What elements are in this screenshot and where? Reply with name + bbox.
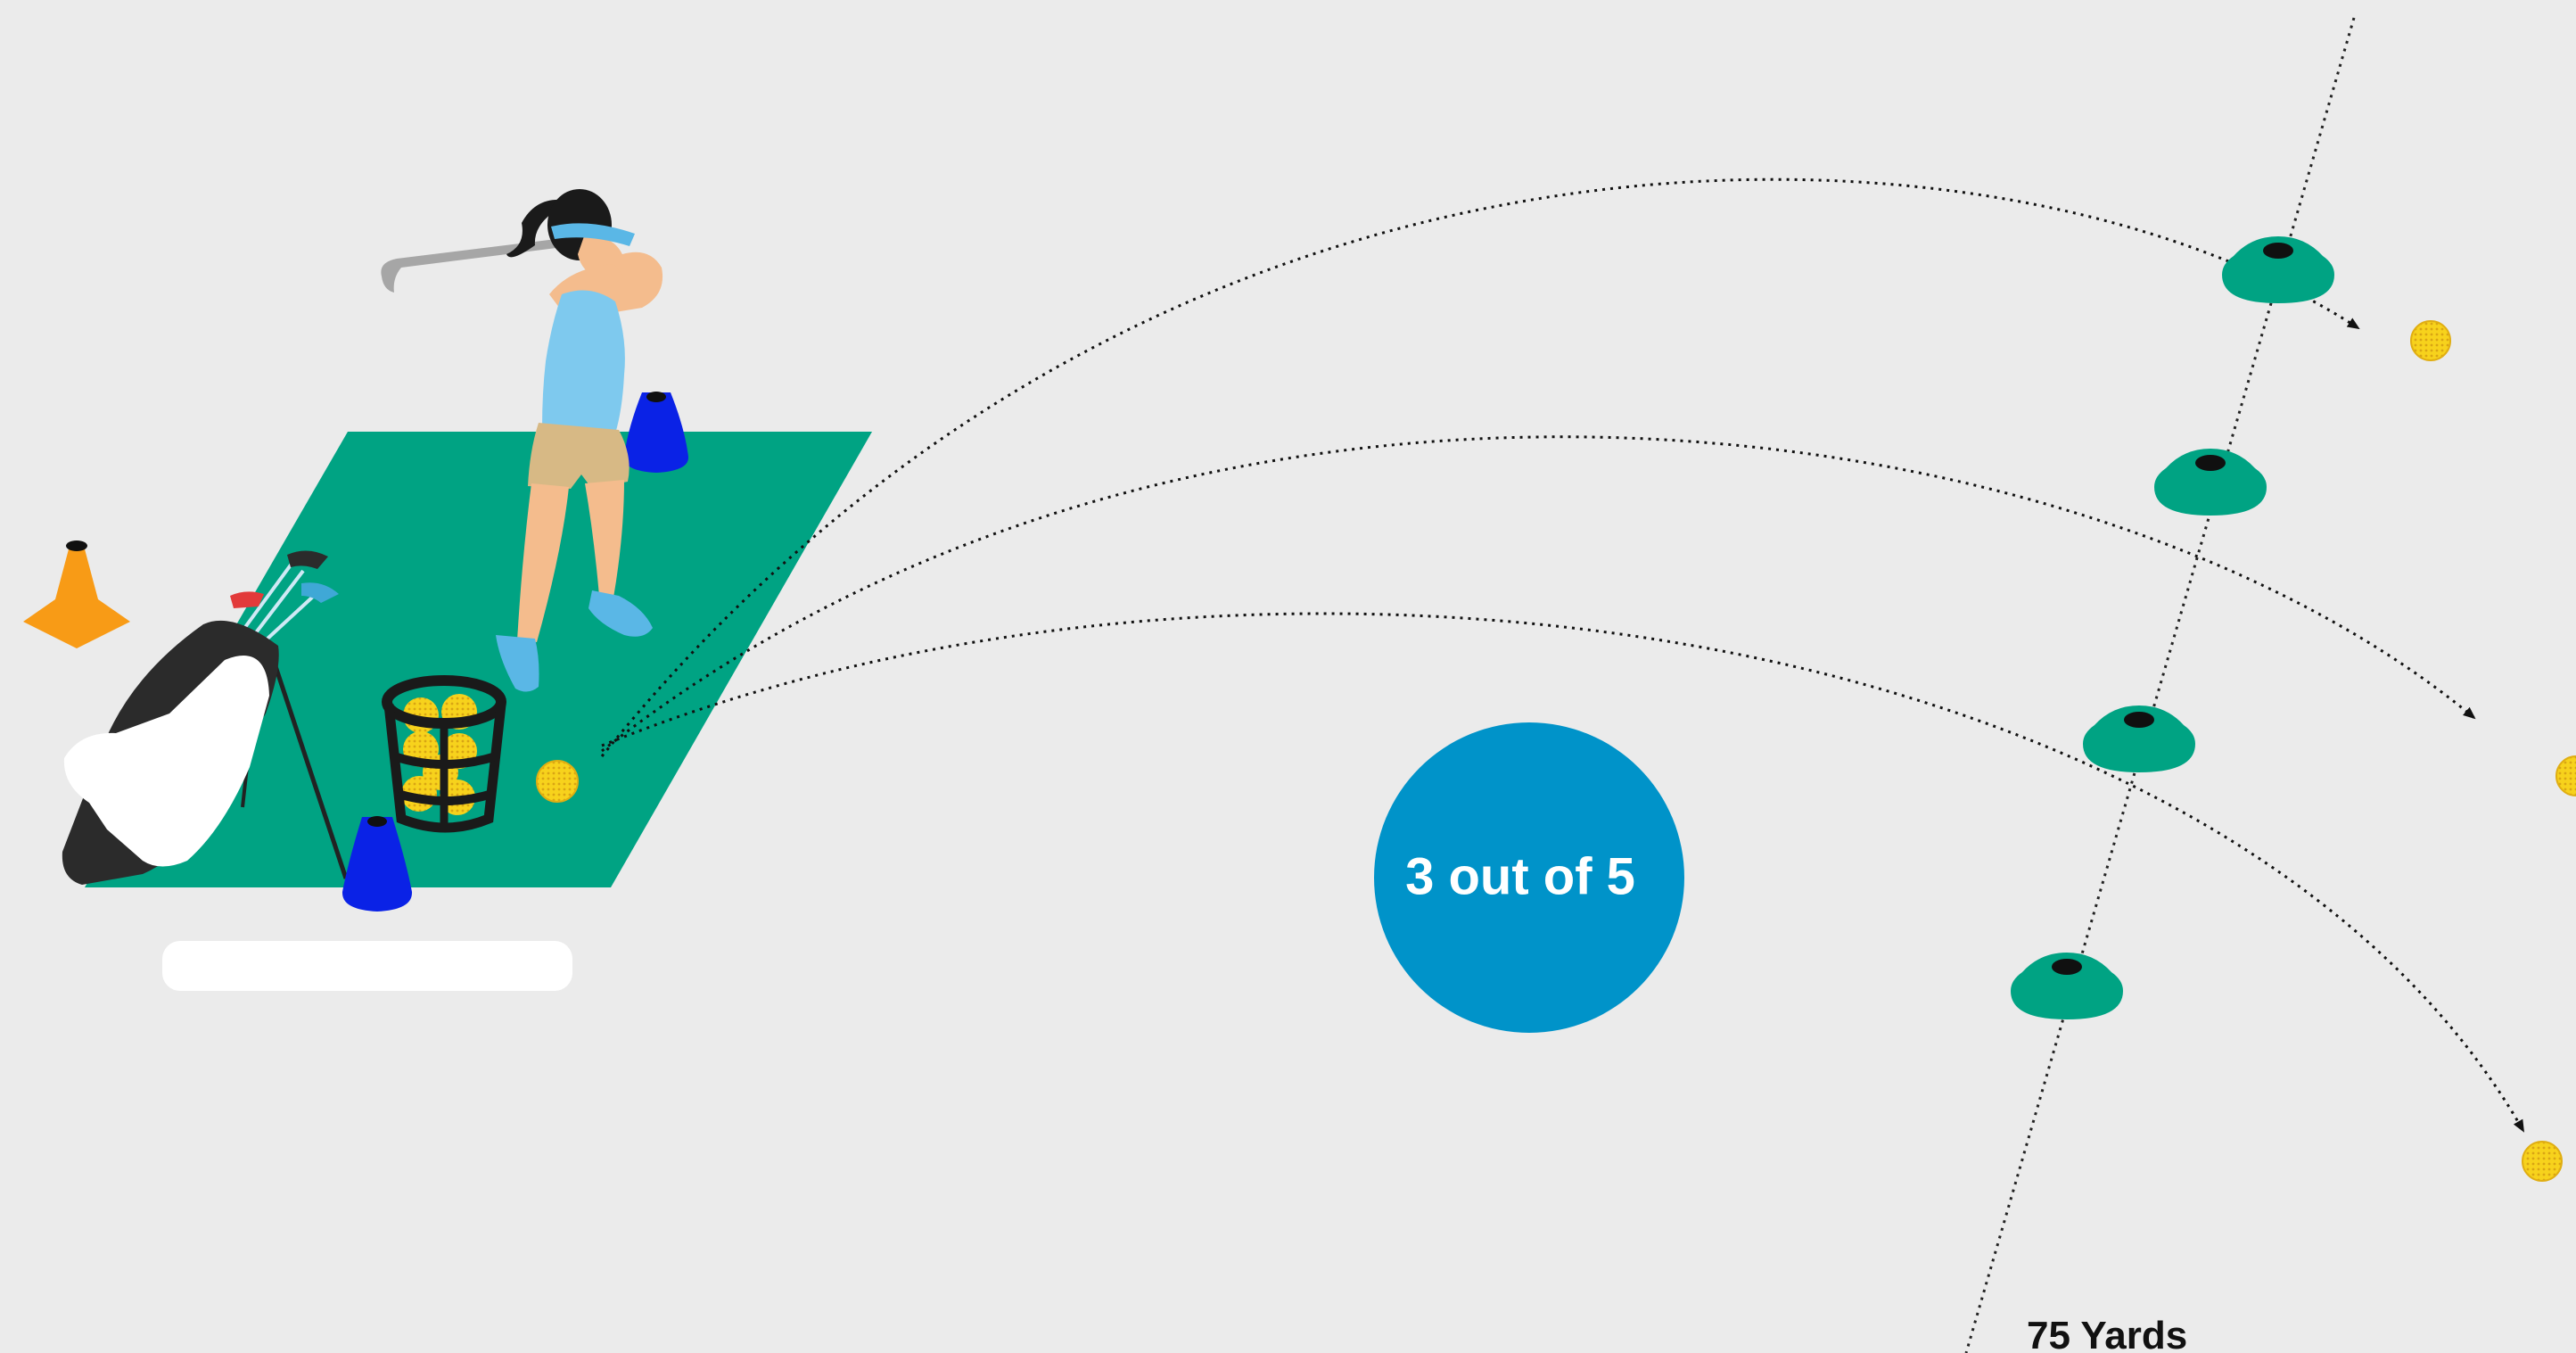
golf-ball-icon [2523,1142,2562,1181]
mat-platform [162,941,572,991]
golf-ball-icon [2411,321,2450,360]
score-text: 3 out of 5 [1405,847,1635,905]
golf-ball-icon [537,761,578,802]
score-badge: 3 out of 5 [1374,722,1684,1033]
distance-label: 75 Yards [2027,1314,2187,1353]
